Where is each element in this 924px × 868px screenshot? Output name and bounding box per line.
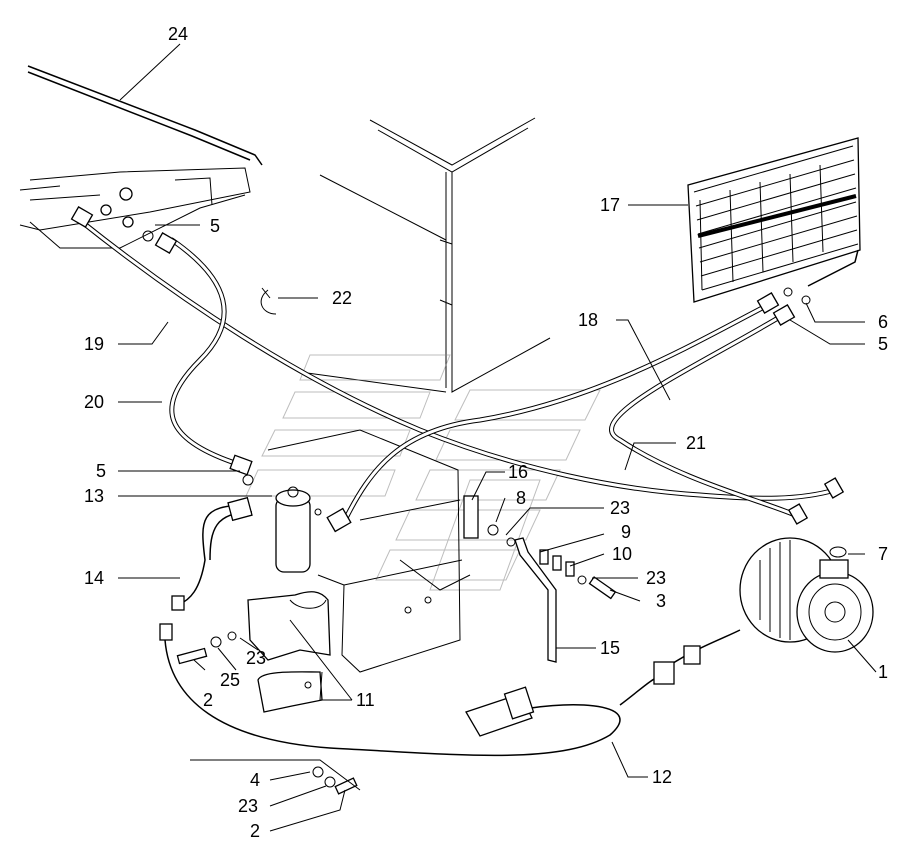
pressure-switch [159, 496, 253, 641]
callout-12: 12 [652, 767, 672, 787]
harness-connector [465, 686, 535, 737]
callout-16: 16 [508, 462, 528, 482]
callout-23d: 23 [238, 796, 258, 816]
watermark-logo [245, 354, 601, 591]
callout-14: 14 [84, 568, 104, 588]
callout-5b: 5 [96, 461, 106, 481]
callout-23a: 23 [610, 498, 630, 518]
cab-roof [19, 65, 263, 249]
callout-2a: 2 [203, 690, 213, 710]
ac-compressor [653, 537, 874, 685]
callout-4: 4 [250, 770, 260, 790]
callout-18: 18 [578, 310, 598, 330]
hoses [79, 219, 859, 757]
callout-6: 6 [878, 312, 888, 332]
callout-1: 1 [878, 662, 888, 682]
callout-8: 8 [516, 488, 526, 508]
clamp-brackets [247, 591, 331, 713]
callout-20: 20 [84, 392, 104, 412]
small-hardware [176, 524, 617, 795]
callout-3: 3 [656, 591, 666, 611]
callout-11: 11 [356, 690, 375, 710]
leader-lines [118, 43, 877, 832]
callout-25: 25 [220, 670, 240, 690]
callout-7: 7 [878, 544, 888, 564]
callout-2b: 2 [250, 821, 260, 841]
callout-21: 21 [686, 433, 706, 453]
condenser-unit [687, 137, 861, 303]
callout-5: 5 [210, 216, 220, 236]
callout-19: 19 [84, 334, 104, 354]
receiver-drier [275, 486, 311, 573]
callout-10: 10 [612, 544, 632, 564]
callout-labels: 24 5 22 19 20 5 13 14 16 8 23 9 10 23 3 … [84, 24, 888, 841]
mounting-bracket [267, 429, 471, 673]
cabin-body [299, 117, 551, 393]
callout-24: 24 [168, 24, 188, 44]
callout-5c: 5 [878, 334, 888, 354]
callout-15: 15 [600, 638, 620, 658]
callout-23b: 23 [646, 568, 666, 588]
hose-fittings [70, 206, 847, 558]
callout-17: 17 [600, 195, 620, 215]
callout-23c: 23 [246, 648, 266, 668]
callout-9: 9 [621, 522, 631, 542]
compressor-bracket [463, 495, 575, 663]
callout-13: 13 [84, 486, 104, 506]
callout-22: 22 [332, 288, 352, 308]
